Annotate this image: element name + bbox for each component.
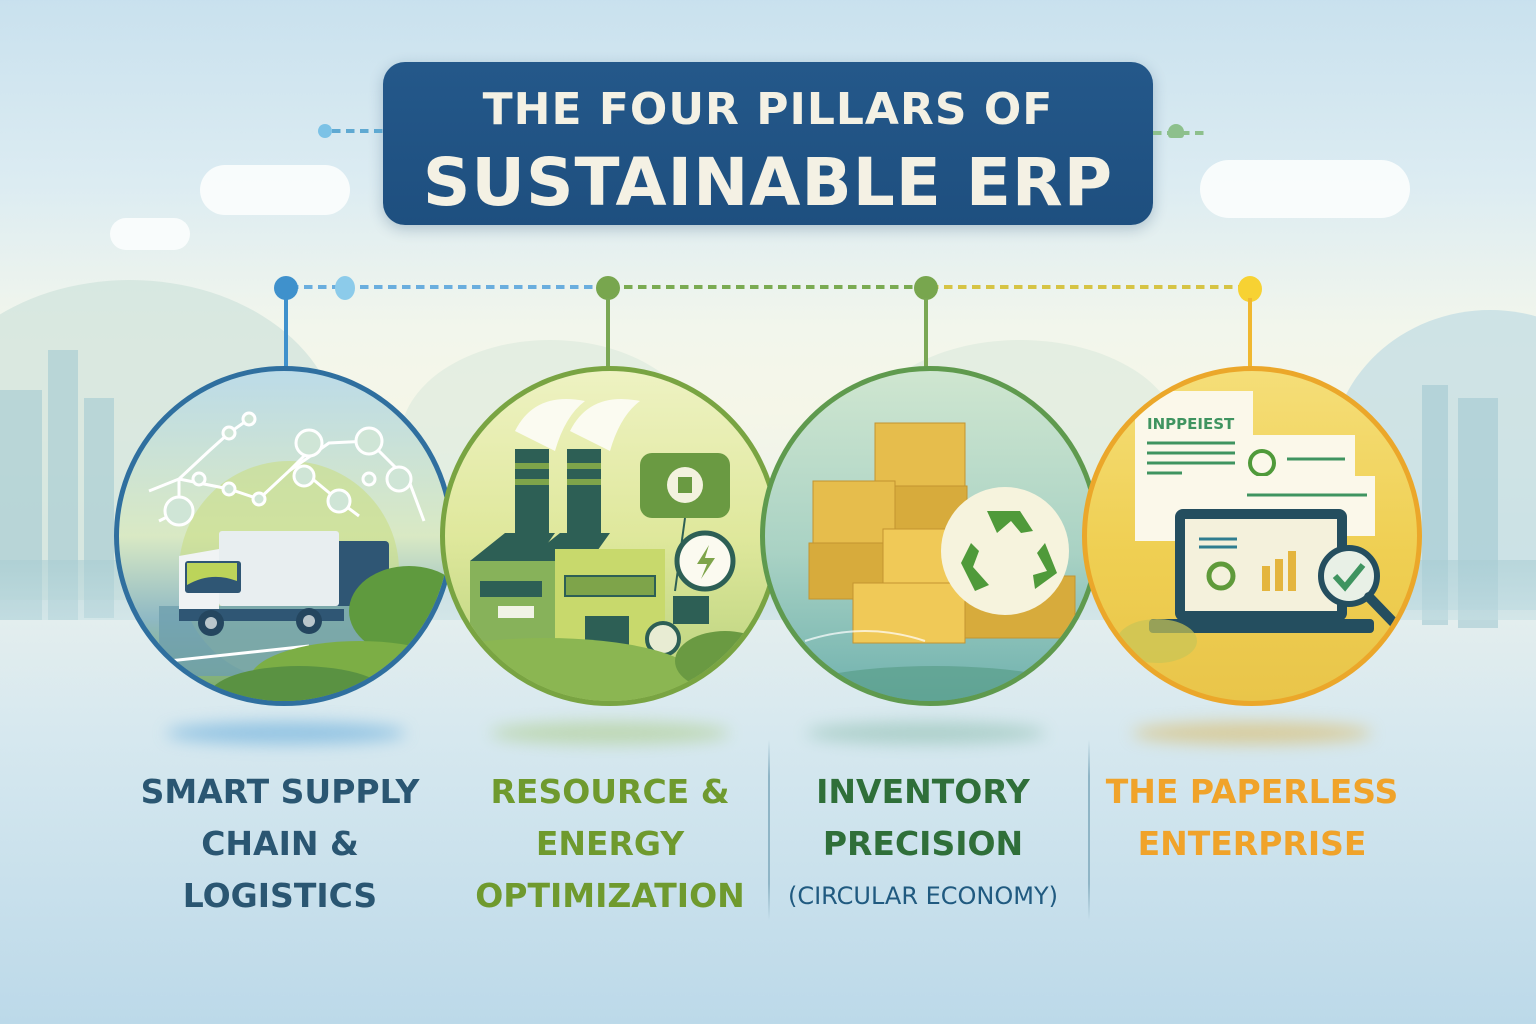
circle-shadow — [806, 722, 1046, 744]
pillar-title-line: ENERGY — [535, 824, 685, 863]
connector-dot-icon — [318, 124, 332, 138]
title-line-2: SUSTAINABLE ERP — [422, 144, 1114, 221]
pillar-title-line: RESOURCE & — [490, 772, 730, 811]
connector-dot-icon — [1168, 124, 1184, 138]
timeline-stem — [1248, 298, 1252, 368]
circle-shadow — [490, 722, 730, 744]
column-separator — [768, 740, 770, 920]
boxes-recycle-icon — [785, 422, 1085, 701]
cloud-left — [200, 165, 350, 215]
title-line-1: THE FOUR PILLARS OF — [482, 84, 1054, 135]
timeline-dashed-line — [930, 285, 1250, 289]
timeline-node-icon — [274, 276, 298, 300]
documents-laptop-check-icon: INPPEIEST — [1117, 391, 1402, 663]
cloud-right — [1200, 160, 1410, 218]
pillar-title-line: PRECISION — [822, 824, 1024, 863]
pillar-circle-inventory[interactable] — [760, 366, 1100, 706]
document-label: INPPEIEST — [1147, 415, 1235, 433]
column-separator — [1088, 740, 1090, 920]
pillar-circle-supply-chain[interactable] — [114, 366, 454, 706]
pillar-circle-paperless[interactable]: INPPEIEST — [1082, 366, 1422, 706]
pillar-title-line: OPTIMIZATION — [475, 876, 745, 915]
timeline-node-icon — [596, 276, 620, 300]
pillar-title-inventory: INVENTORY PRECISION (CIRCULAR ECONOMY) — [763, 766, 1083, 922]
pillar-title-line: INVENTORY — [816, 772, 1030, 811]
pillar-title-line: ENTERPRISE — [1137, 824, 1367, 863]
timeline-dashed-line — [610, 285, 930, 289]
cloud-left-small — [110, 218, 190, 250]
pillar-title-supply-chain: SMART SUPPLY CHAIN & LOGISTICS — [110, 766, 450, 922]
pillar-subtitle: (CIRCULAR ECONOMY) — [787, 882, 1059, 910]
delivery-truck-network-icon — [148, 411, 449, 701]
pillar-title-resource-energy: RESOURCE & ENERGY OPTIMIZATION — [440, 766, 780, 922]
circle-shadow — [1132, 722, 1372, 744]
pillar-title-paperless: THE PAPERLESS ENTERPRISE — [1082, 766, 1422, 870]
timeline-stem — [606, 298, 610, 368]
timeline-stem — [924, 298, 928, 368]
timeline-node-icon — [1238, 276, 1262, 302]
circle-shadow — [166, 722, 406, 744]
pillar-title-line: CHAIN & LOGISTICS — [182, 824, 378, 915]
timeline-node-icon — [914, 276, 938, 300]
pillar-title-line: THE PAPERLESS — [1105, 772, 1399, 811]
timeline-stem — [284, 298, 288, 368]
timeline-dashed-line — [290, 285, 610, 289]
timeline-node-icon — [335, 276, 355, 300]
pillar-title-line: SMART SUPPLY — [140, 772, 420, 811]
factory-energy-icon — [445, 399, 775, 701]
dashed-connector — [332, 129, 384, 133]
title-banner: THE FOUR PILLARS OF SUSTAINABLE ERP — [383, 62, 1153, 225]
pillar-circle-resource-energy[interactable] — [440, 366, 780, 706]
